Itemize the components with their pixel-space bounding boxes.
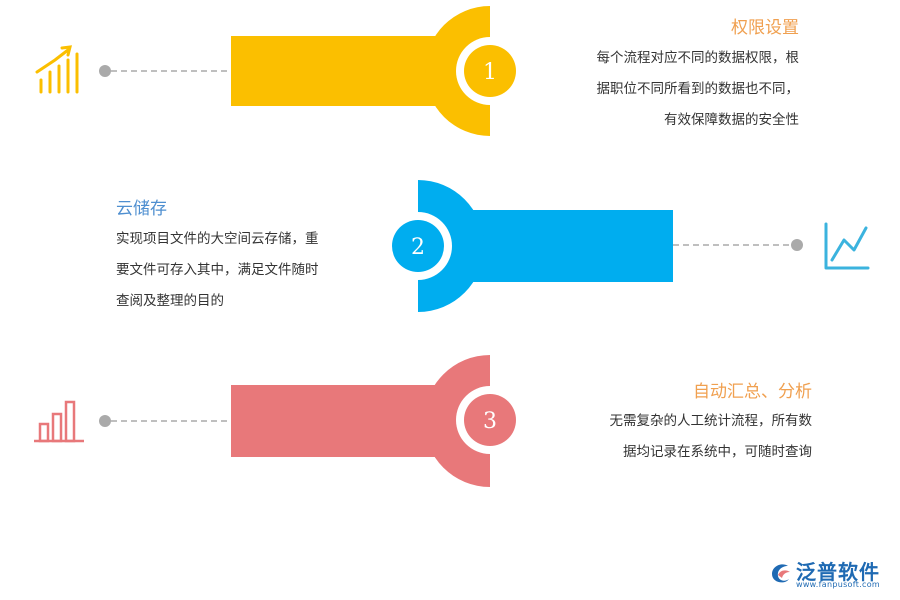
step-3-connector-dot — [99, 415, 111, 427]
step-1-description: 每个流程对应不同的数据权限，根 据职位不同所看到的数据也不同， 有效保障数据的安… — [597, 43, 800, 136]
step-1-shape: 1 — [231, 6, 524, 136]
step-2-line-2: 要文件可存入其中，满足文件随时 — [116, 262, 319, 278]
step-2-line-1: 实现项目文件的大空间云存储，重 — [116, 231, 319, 247]
step-2-description: 实现项目文件的大空间云存储，重 要文件可存入其中，满足文件随时 查阅及整理的目的 — [116, 224, 319, 317]
step-1-line-2: 据职位不同所看到的数据也不同， — [596, 81, 800, 97]
step-1-bar — [231, 36, 461, 106]
step-2-number: 2 — [411, 235, 425, 260]
step-2-connector-dot — [791, 239, 803, 251]
step-3-number: 3 — [483, 409, 497, 434]
logo-url: www.fanpusoft.com — [796, 580, 880, 589]
step-2-line-3: 查阅及整理的目的 — [116, 293, 224, 309]
step-3-title: 自动汇总、分析 — [693, 382, 812, 402]
line-chart-icon — [824, 222, 870, 270]
step-1-badge — [464, 45, 516, 97]
step-3-line-1: 无需复杂的人工统计流程，所有数 — [609, 413, 813, 429]
step-2-title: 云储存 — [116, 199, 167, 219]
step-3-shape: 3 — [231, 355, 524, 487]
step-1-line-3: 有效保障数据的安全性 — [664, 112, 799, 128]
step-1-line-1: 每个流程对应不同的数据权限，根 — [596, 50, 800, 66]
step-1-number: 1 — [483, 60, 497, 85]
step-3-badge — [464, 394, 516, 446]
brand-logo: 泛普软件 www.fanpusoft.com — [768, 556, 890, 592]
bar-chart-trend-icon — [35, 45, 79, 94]
step-3-description: 无需复杂的人工统计流程，所有数 据均记录在系统中，可随时查询 — [610, 406, 813, 468]
bar-chart-icon — [34, 400, 84, 443]
step-1-connector-dot — [99, 65, 111, 77]
logo-mark-icon — [772, 564, 790, 583]
step-1-title: 权限设置 — [731, 18, 799, 38]
step-3-bar — [231, 385, 461, 457]
step-2-shape: 2 — [384, 180, 673, 312]
logo-name: 泛普软件 — [796, 560, 880, 584]
step-3-line-2: 据均记录在系统中，可随时查询 — [623, 444, 812, 460]
step-2-badge — [392, 220, 444, 272]
